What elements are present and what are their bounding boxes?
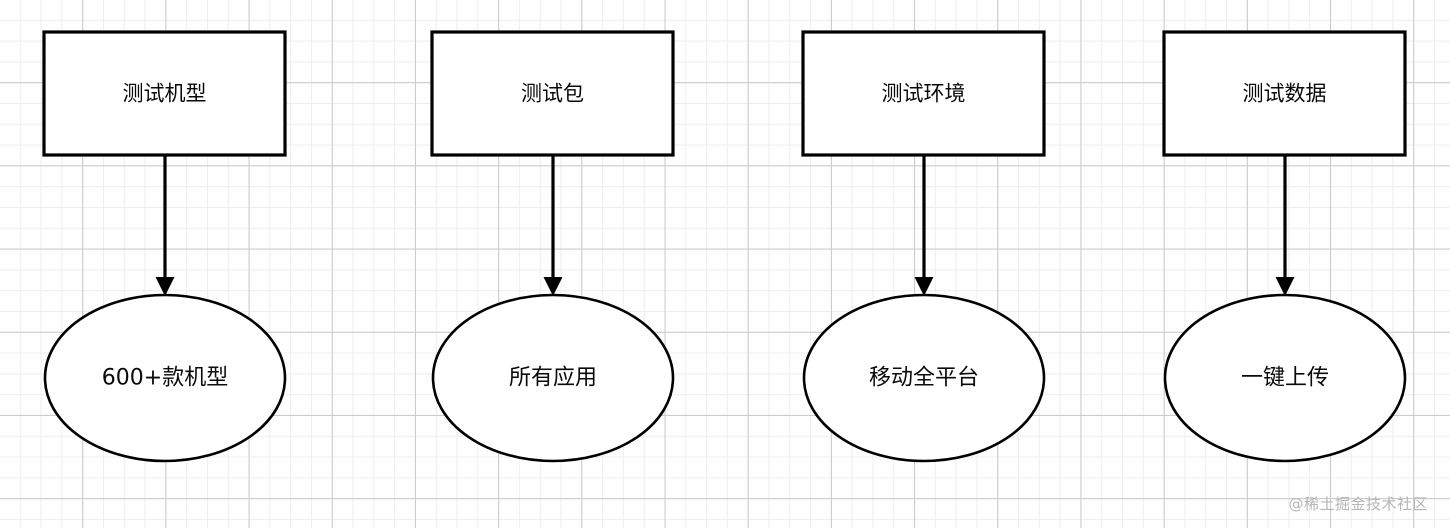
result-ellipse-3-label: 移动全平台 <box>869 366 979 391</box>
process-box-2-label: 测试包 <box>521 82 584 106</box>
result-ellipse-3[interactable] <box>802 293 1046 463</box>
result-ellipse-1-label: 600+款机型 <box>102 366 228 391</box>
arrow-head-1 <box>155 277 175 296</box>
process-box-1-label: 测试机型 <box>123 82 207 106</box>
result-ellipse-2[interactable] <box>431 293 675 463</box>
watermark-text: @稀土掘金技术社区 <box>1288 495 1428 513</box>
process-box-1[interactable] <box>42 30 287 157</box>
process-box-3-label: 测试环境 <box>882 82 966 106</box>
flow-column-2: 测试包 所有应用 <box>430 30 675 463</box>
flow-column-1: 测试机型 600+款机型 <box>42 30 287 463</box>
result-ellipse-2-label: 所有应用 <box>509 366 597 391</box>
process-box-4[interactable] <box>1162 30 1407 157</box>
arrow-head-2 <box>543 277 563 296</box>
process-box-4-label: 测试数据 <box>1243 82 1327 106</box>
process-box-3[interactable] <box>801 30 1046 157</box>
flow-column-4: 测试数据 一键上传 <box>1162 30 1407 463</box>
arrow-head-3 <box>914 277 934 296</box>
result-ellipse-4[interactable] <box>1163 293 1407 463</box>
result-ellipse-1[interactable] <box>43 293 287 463</box>
result-ellipse-4-label: 一键上传 <box>1241 366 1329 391</box>
flow-column-3: 测试环境 移动全平台 <box>801 30 1046 463</box>
arrow-head-4 <box>1275 277 1295 296</box>
